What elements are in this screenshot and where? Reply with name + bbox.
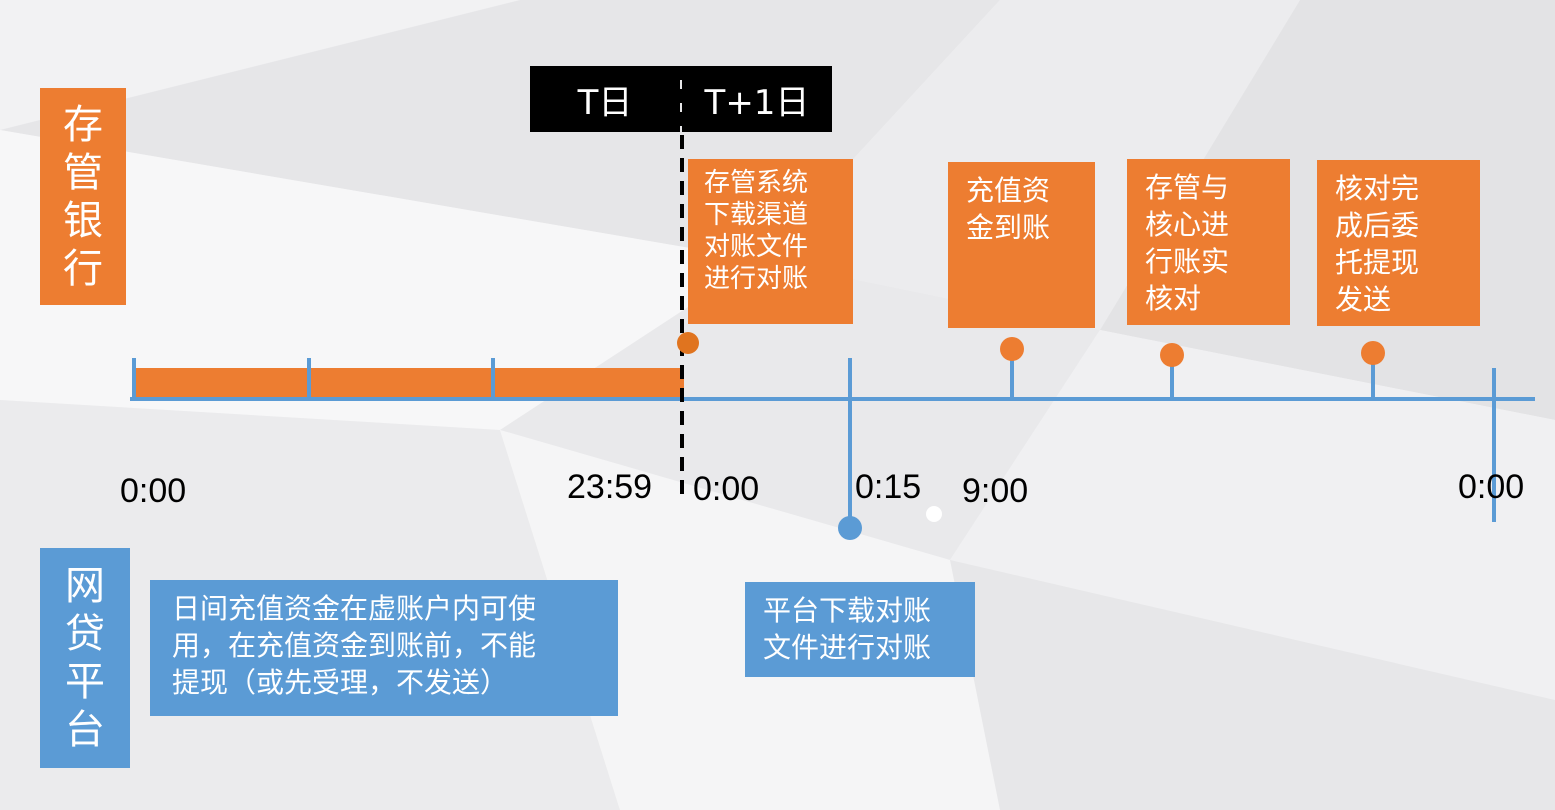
bank-event-box: 核对完 成后委 托提现 发送 (1317, 160, 1480, 326)
event-marker (1000, 337, 1024, 361)
platform-label-char: 平 (65, 659, 105, 705)
platform-event-box: 日间充值资金在虚账户内可使 用，在充值资金到账前，不能 提现（或先受理，不发送） (150, 580, 618, 716)
event-marker (1160, 343, 1184, 367)
t-day-bar (136, 368, 684, 398)
bank-label-char: 行 (63, 245, 103, 292)
time-label: 0:00 (120, 472, 187, 510)
bank-label-char: 存 (63, 101, 103, 148)
platform-marker (838, 516, 862, 540)
platform-label: 网 贷 平 台 (40, 548, 130, 768)
time-label: 0:15 (855, 468, 922, 506)
event-marker (677, 332, 699, 354)
time-label: 23:59 (567, 468, 653, 506)
t-day-label: T日 (577, 82, 633, 123)
decorative-dot (926, 506, 942, 522)
platform-label-char: 台 (65, 707, 105, 753)
platform-label-char: 网 (65, 563, 105, 609)
platform-event-box: 平台下载对账 文件进行对账 (745, 582, 975, 677)
bank-event-box: 存管与 核心进 行账实 核对 (1127, 159, 1290, 325)
bank-event-box: 充值资 金到账 (948, 162, 1095, 328)
bank-label: 存 管 银 行 (40, 88, 126, 305)
bank-label-char: 管 (63, 149, 103, 196)
bank-label-char: 银 (63, 197, 103, 244)
time-label: 0:00 (1458, 468, 1525, 506)
event-marker (1361, 341, 1385, 365)
t1-day-label: T+1日 (704, 82, 810, 123)
t1-day-tag: T+1日 (682, 66, 832, 132)
t-day-tag: T日 (530, 66, 680, 132)
platform-label-char: 贷 (65, 611, 105, 657)
bank-event-box: 存管系统 下载渠道 对账文件 进行对账 (688, 159, 853, 324)
time-label: 0:00 (693, 470, 760, 508)
time-label: 9:00 (962, 472, 1029, 510)
